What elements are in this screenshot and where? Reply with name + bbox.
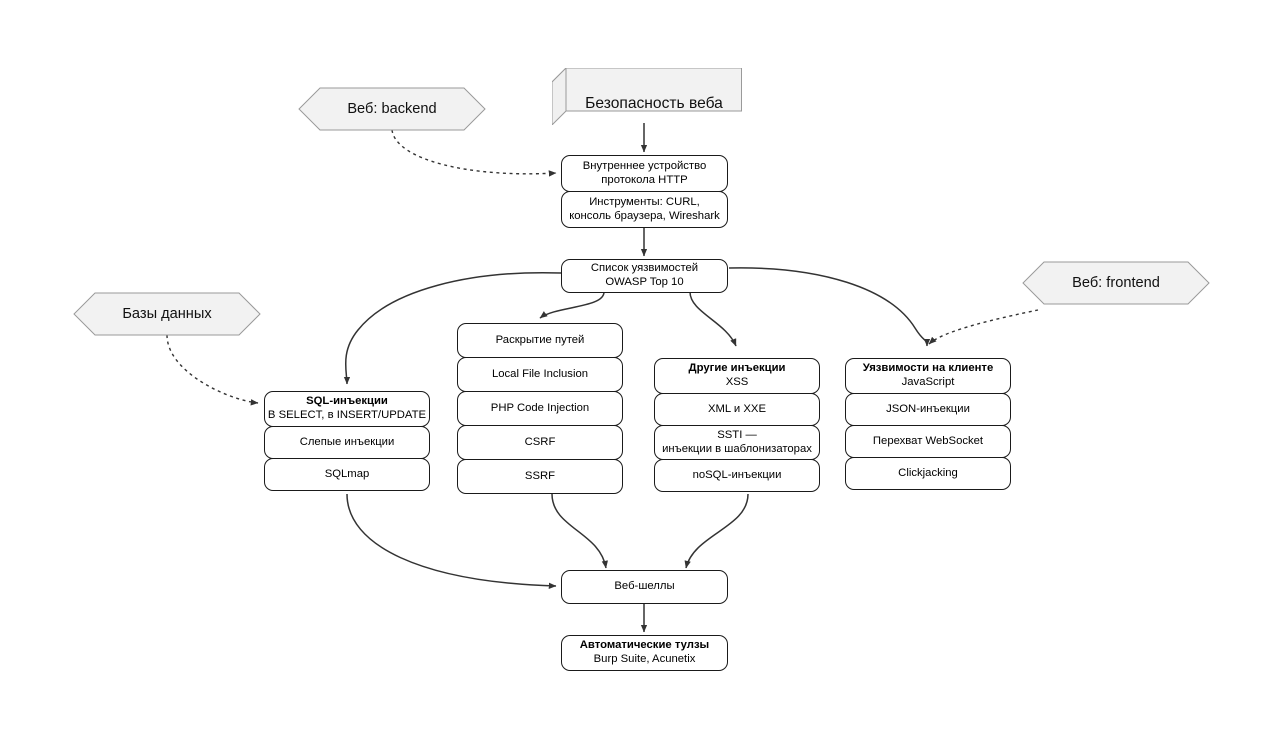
node-label-line1: SSRF	[524, 469, 556, 482]
node-nosql-injections[interactable]: noSQL-инъекции	[654, 459, 820, 492]
title-cube: Безопасность веба	[552, 68, 742, 125]
node-label-line1: noSQL-инъекции	[692, 468, 782, 481]
node-sql-injections[interactable]: SQL-инъекции В SELECT, в INSERT/UPDATE	[264, 391, 430, 427]
node-label-line1: Список уязвимостей	[590, 262, 699, 275]
edge-owasp-to-sql	[343, 271, 562, 385]
node-xml-xxe[interactable]: XML и XXE	[654, 393, 820, 426]
node-sqlmap[interactable]: SQLmap	[264, 458, 430, 491]
tag-web-frontend: Веб: frontend	[1022, 261, 1210, 305]
node-label-line1: Слепые инъекции	[299, 435, 395, 448]
tag-databases-label: Базы данных	[122, 306, 212, 322]
edge-backend-tag-to-http	[391, 129, 557, 177]
node-label-line2: XSS	[725, 376, 749, 388]
node-ssti[interactable]: SSTI — инъекции в шаблонизаторах	[654, 425, 820, 460]
node-label-line1: Раскрытие путей	[495, 333, 585, 346]
node-label-line2: В SELECT, в INSERT/UPDATE	[267, 409, 427, 421]
node-php-code-injection[interactable]: PHP Code Injection	[457, 391, 623, 426]
node-label-line2: JavaScript	[901, 376, 955, 388]
node-web-shells[interactable]: Веб-шеллы	[561, 570, 728, 604]
edge-ssrf-to-webshells	[551, 493, 608, 569]
node-label-line1: PHP Code Injection	[490, 401, 590, 414]
edge-owasp-to-client	[728, 267, 931, 347]
node-http-tools[interactable]: Инструменты: CURL, консоль браузера, Wir…	[561, 191, 728, 228]
node-http-internals[interactable]: Внутреннее устройство протокола HTTP	[561, 155, 728, 192]
node-label-line1: Веб-шеллы	[614, 580, 675, 593]
node-local-file-inclusion[interactable]: Local File Inclusion	[457, 357, 623, 392]
node-label-line2: протокола HTTP	[601, 173, 688, 186]
node-blind-injections[interactable]: Слепые инъекции	[264, 426, 430, 459]
node-other-injections[interactable]: Другие инъекции XSS	[654, 358, 820, 394]
tag-web-backend: Веб: backend	[298, 87, 486, 131]
node-label-line1: Внутреннее устройство	[582, 159, 707, 172]
node-label-line1: Уязвимости на клиенте	[862, 362, 994, 375]
node-automatic-tools[interactable]: Автоматические тулзы Burp Suite, Acuneti…	[561, 635, 728, 671]
node-path-disclosure[interactable]: Раскрытие путей	[457, 323, 623, 358]
node-label-line1: Автоматические тулзы	[579, 639, 710, 652]
node-label-line1: SQLmap	[324, 467, 370, 480]
node-label-line1: CSRF	[524, 435, 556, 448]
node-label-line1: Инструменты: CURL,	[589, 195, 700, 208]
node-label-line1: SQL-инъекции	[306, 395, 388, 408]
node-owasp-top10[interactable]: Список уязвимостей OWASP Top 10	[561, 259, 728, 293]
node-csrf[interactable]: CSRF	[457, 425, 623, 460]
node-label-line2: OWASP Top 10	[605, 276, 684, 288]
node-label-line1: Local File Inclusion	[491, 367, 589, 380]
tag-databases: Базы данных	[73, 292, 261, 336]
node-label-line1: Другие инъекции	[688, 362, 786, 375]
node-client-vulnerabilities[interactable]: Уязвимости на клиенте JavaScript	[845, 358, 1011, 394]
edge-frontend-tag-to-client	[928, 309, 1039, 345]
node-label-line1: JSON-инъекции	[886, 402, 970, 415]
node-label-line2: консоль браузера, Wireshark	[569, 209, 720, 222]
edge-owasp-to-paths	[539, 291, 605, 319]
title-cube-label: Безопасность веба	[585, 94, 723, 112]
node-label-line1: Clickjacking	[898, 466, 958, 479]
node-label-line1: SSTI —	[717, 428, 757, 441]
node-label-line1: Перехват WebSocket	[872, 434, 984, 447]
node-json-injections[interactable]: JSON-инъекции	[845, 393, 1011, 426]
tag-web-backend-label: Веб: backend	[347, 101, 437, 117]
node-clickjacking[interactable]: Clickjacking	[845, 457, 1011, 490]
node-label-line2: Burp Suite, Acunetix	[593, 653, 696, 665]
edge-owasp-to-other	[689, 291, 737, 347]
node-ssrf[interactable]: SSRF	[457, 459, 623, 494]
tag-web-frontend-label: Веб: frontend	[1072, 275, 1160, 291]
node-label-line2: инъекции в шаблонизаторах	[662, 442, 812, 455]
node-websocket-hijacking[interactable]: Перехват WebSocket	[845, 425, 1011, 458]
edge-databases-tag-to-sql	[166, 334, 259, 406]
edge-nosql-to-webshells	[684, 493, 749, 569]
edge-sqlmap-to-webshells	[346, 493, 557, 589]
node-label-line1: XML и XXE	[707, 402, 766, 415]
